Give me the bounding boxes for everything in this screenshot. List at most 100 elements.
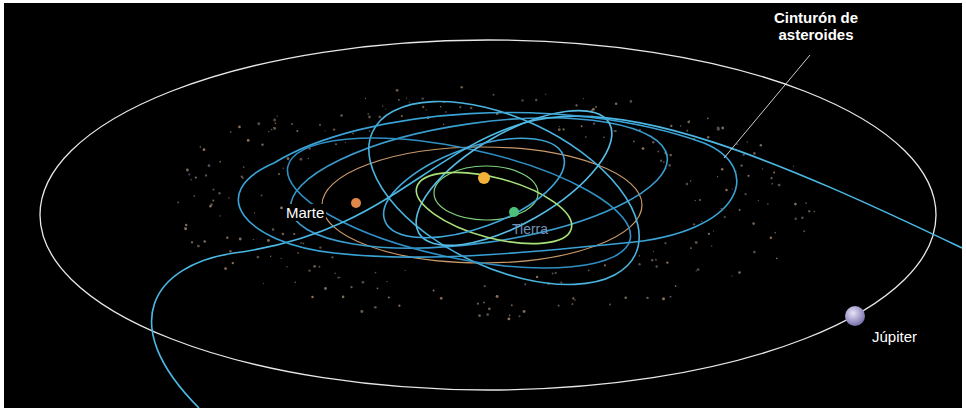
asteroid-dot (254, 212, 255, 213)
planet-label: Júpiter (870, 328, 919, 345)
asteroid-dot (603, 136, 605, 138)
asteroid-dot (191, 241, 193, 243)
asteroid-dot (378, 115, 381, 118)
asteroid-dot (581, 125, 583, 127)
asteroid-dot (186, 169, 189, 172)
leader-line (724, 55, 810, 158)
asteroid-dot (803, 230, 805, 232)
asteroid-dot (193, 195, 195, 197)
asteroid-dot (572, 303, 574, 305)
asteroid-dot (337, 277, 339, 279)
asteroid-dot (669, 154, 672, 157)
asteroid-dot (794, 203, 797, 206)
asteroid-dot (511, 304, 513, 306)
asteroid-dot (339, 277, 340, 278)
asteroid-dot (257, 122, 260, 125)
asteroid-dot (535, 99, 538, 102)
asteroid-dot (646, 297, 648, 299)
asteroid-dot (324, 130, 325, 131)
asteroid-dot (273, 127, 276, 130)
asteroid-dot (593, 122, 595, 124)
asteroid-dot (426, 109, 427, 110)
asteroid-dot (666, 261, 668, 263)
asteroid-dot (200, 146, 202, 148)
jupiter-orbit (40, 40, 936, 390)
asteroid-dot (717, 128, 720, 131)
asteroid-dot (296, 130, 298, 132)
asteroid-dot (771, 183, 773, 185)
asteroid-dot (460, 86, 463, 89)
asteroid-dot (699, 199, 701, 201)
asteroid-dot (421, 97, 423, 99)
asteroid-dot (669, 296, 671, 298)
asteroid-dot (701, 221, 702, 222)
asteroid-dot (509, 315, 511, 317)
asteroid-dot (319, 246, 321, 248)
asteroid-dot (272, 228, 274, 230)
asteroid-dot (340, 114, 343, 117)
asteroid-dot (241, 175, 243, 177)
asteroid-dot (293, 233, 295, 235)
asteroid-dot (308, 270, 310, 272)
asteroid-dot (422, 106, 424, 108)
asteroid-dot (662, 297, 665, 300)
asteroid-dot (271, 129, 273, 131)
asteroid-dot (219, 161, 221, 163)
asteroid-dot (230, 131, 232, 133)
asteroid-dot (224, 267, 227, 270)
asteroid-dot (680, 125, 681, 126)
asteroid-dot (228, 197, 230, 199)
asteroid-dot (386, 281, 387, 282)
asteroid-dot (753, 152, 756, 155)
asteroid-dot (687, 121, 690, 124)
asteroid-dot (350, 286, 352, 288)
asteroid-dot (711, 245, 712, 246)
asteroid-dot (319, 124, 321, 126)
asteroid-dot (382, 105, 383, 106)
asteroid-dot (724, 216, 726, 218)
asteroid-dot (655, 259, 657, 261)
asteroid-dot (365, 98, 366, 99)
asteroid-dot (360, 310, 363, 313)
asteroid-dot (388, 297, 390, 299)
asteroid-dot (697, 268, 700, 271)
asteroid-dot (738, 271, 741, 274)
asteroid-dot (696, 270, 697, 271)
asteroid-dot (770, 177, 772, 179)
asteroid-dot (303, 242, 305, 244)
asteroid-dot (375, 272, 377, 274)
asteroid-dot (203, 148, 206, 151)
asteroid-dot (311, 296, 313, 298)
asteroid-dot (760, 144, 762, 146)
sun (478, 172, 490, 184)
asteroid-dot (536, 276, 538, 278)
planet-label: Marte (284, 204, 326, 221)
asteroid-dot (558, 128, 561, 131)
asteroid-orbit (341, 64, 667, 323)
asteroid-dot (398, 305, 400, 307)
asteroid-dot (633, 140, 635, 142)
asteroid-dot (263, 283, 264, 284)
asteroid-dot (278, 173, 280, 175)
asteroid-dot (776, 258, 778, 260)
asteroid-dot (470, 107, 472, 109)
asteroid-dot (574, 299, 575, 300)
asteroid-dot (368, 116, 371, 119)
asteroid-dot (459, 106, 461, 108)
asteroid-dot (563, 128, 565, 130)
asteroid-dot (717, 176, 718, 177)
asteroid-dot (406, 98, 407, 99)
asteroid-dot (229, 250, 232, 253)
asteroid-dot (253, 239, 255, 241)
asteroid-dot (652, 141, 654, 143)
asteroid-dot (689, 120, 691, 122)
asteroid-dot (721, 168, 723, 170)
asteroid-dot (805, 202, 807, 204)
asteroid-dot (638, 263, 640, 265)
asteroid-dot (273, 127, 274, 128)
asteroid-dot (205, 174, 207, 176)
asteroid-dot (545, 94, 546, 95)
asteroid-dot (334, 273, 336, 275)
asteroid-dot (664, 242, 666, 244)
asteroid-dot (286, 266, 288, 268)
